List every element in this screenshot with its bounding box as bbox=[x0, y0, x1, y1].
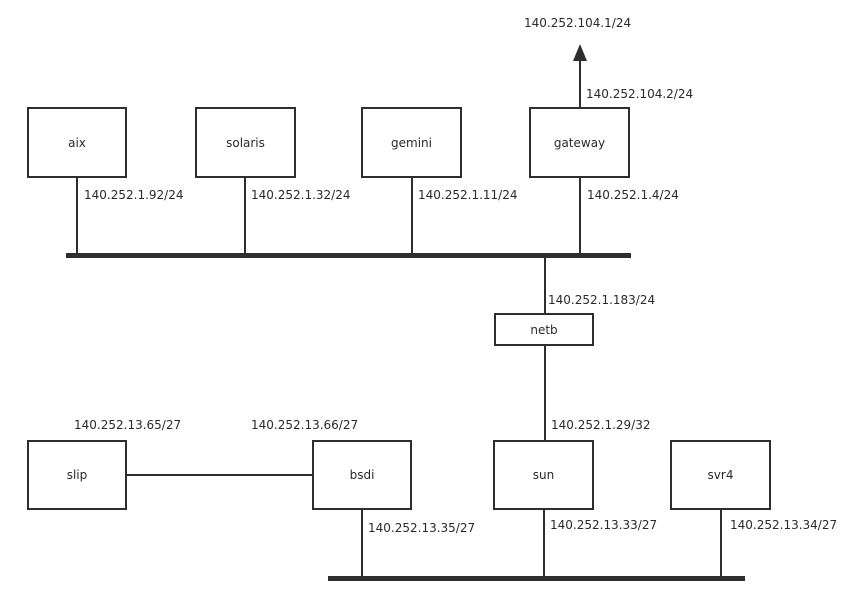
ip-aix: 140.252.1.92/24 bbox=[84, 188, 184, 202]
link-svr4-bus bbox=[720, 510, 722, 576]
node-gateway: gateway bbox=[529, 107, 630, 178]
link-slip-bsdi bbox=[127, 474, 312, 476]
ip-netb-top: 140.252.1.183/24 bbox=[548, 293, 656, 307]
node-bsdi: bsdi bbox=[312, 440, 412, 510]
link-gateway-bus bbox=[579, 178, 581, 253]
ip-gemini: 140.252.1.11/24 bbox=[418, 188, 518, 202]
node-gateway-label: gateway bbox=[553, 135, 606, 150]
node-solaris: solaris bbox=[195, 107, 296, 178]
node-aix: aix bbox=[27, 107, 127, 178]
ip-internet-up: 140.252.104.1/24 bbox=[524, 16, 632, 30]
link-netb-sun bbox=[544, 346, 546, 440]
node-netb: netb bbox=[494, 313, 594, 346]
ip-bsdi-eth: 140.252.13.35/27 bbox=[368, 521, 476, 535]
node-sun: sun bbox=[493, 440, 594, 510]
ip-gateway-wan: 140.252.104.2/24 bbox=[586, 87, 694, 101]
ip-svr4-eth: 140.252.13.34/27 bbox=[730, 518, 838, 532]
link-sun-bus bbox=[543, 510, 545, 576]
node-bsdi-label: bsdi bbox=[349, 468, 375, 482]
node-svr4-label: svr4 bbox=[707, 468, 734, 482]
internet-arrow-icon bbox=[573, 44, 587, 61]
node-gemini-label: gemini bbox=[391, 135, 432, 150]
ip-slip: 140.252.13.65/27 bbox=[74, 418, 182, 432]
bus-top-ethernet bbox=[66, 253, 631, 258]
link-bsdi-bus bbox=[361, 510, 363, 576]
ip-bsdi-slip: 140.252.13.66/27 bbox=[251, 418, 359, 432]
link-solaris-bus bbox=[244, 178, 246, 253]
node-svr4: svr4 bbox=[670, 440, 771, 510]
node-slip: slip bbox=[27, 440, 127, 510]
link-gemini-bus bbox=[411, 178, 413, 253]
node-solaris-label: solaris bbox=[226, 135, 265, 150]
node-aix-label: aix bbox=[68, 135, 86, 150]
node-sun-label: sun bbox=[532, 468, 555, 482]
link-bus-netb bbox=[544, 258, 546, 313]
link-gateway-internet bbox=[579, 58, 581, 107]
ip-solaris: 140.252.1.32/24 bbox=[251, 188, 351, 202]
node-netb-label: netb bbox=[530, 322, 558, 337]
ip-gateway-lan: 140.252.1.4/24 bbox=[587, 188, 679, 202]
node-slip-label: slip bbox=[66, 468, 88, 482]
ip-sun-eth: 140.252.13.33/27 bbox=[550, 518, 658, 532]
bus-bottom-ethernet bbox=[328, 576, 745, 581]
node-gemini: gemini bbox=[361, 107, 462, 178]
ip-sun-ppp: 140.252.1.29/32 bbox=[551, 418, 651, 432]
link-aix-bus bbox=[76, 178, 78, 253]
